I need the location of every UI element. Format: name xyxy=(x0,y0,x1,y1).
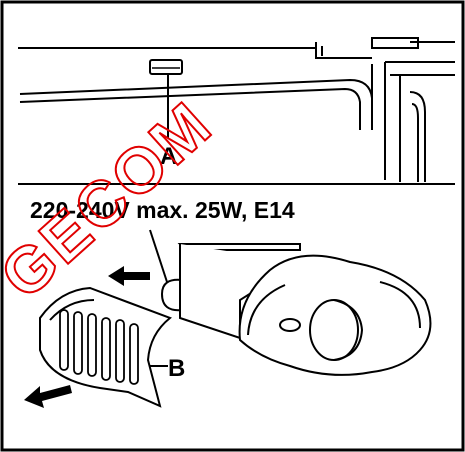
bulb-spec: 220-240V max. 25W, E14 xyxy=(30,197,295,223)
arrow-down-left-icon xyxy=(24,385,72,408)
leader-line-bulb xyxy=(149,229,169,286)
arrow-left-icon xyxy=(108,266,150,286)
label-b: B xyxy=(168,355,185,382)
label-a: A xyxy=(160,143,177,170)
fridge-interior-view xyxy=(18,37,455,182)
switch-a xyxy=(149,59,183,75)
cover-vent-slots xyxy=(59,309,139,385)
lamp-housing xyxy=(177,243,432,376)
